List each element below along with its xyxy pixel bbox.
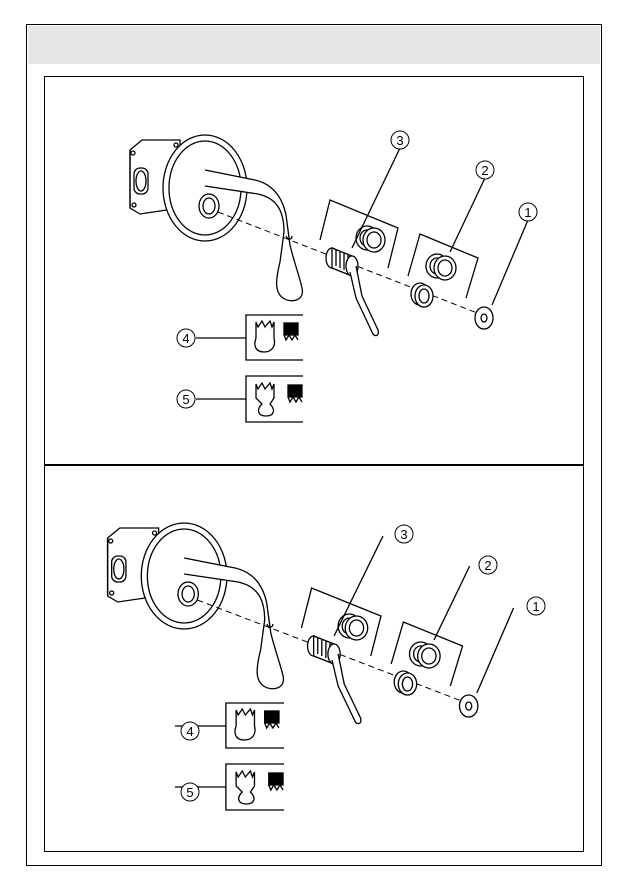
callout-label: 4 bbox=[182, 331, 189, 346]
callout-2: 2 bbox=[476, 161, 494, 179]
callout-label: 1 bbox=[524, 205, 531, 220]
callout-label: 1 bbox=[532, 599, 539, 614]
diagram-bottom bbox=[108, 523, 514, 810]
callout-2: 2 bbox=[479, 556, 497, 574]
diagram-top: 3 2 1 4 5 bbox=[130, 131, 537, 422]
callout-5: 5 bbox=[181, 783, 199, 801]
callout-3: 3 bbox=[391, 131, 409, 149]
callout-label: 3 bbox=[400, 527, 407, 542]
callout-1: 1 bbox=[527, 597, 545, 615]
callout-4: 4 bbox=[181, 722, 199, 740]
callout-4: 4 bbox=[177, 329, 195, 347]
callout-label: 2 bbox=[481, 163, 488, 178]
callout-label: 4 bbox=[186, 724, 193, 739]
callout-label: 2 bbox=[484, 558, 491, 573]
callout-3: 3 bbox=[395, 525, 413, 543]
callout-1: 1 bbox=[519, 203, 537, 221]
callout-5: 5 bbox=[177, 390, 195, 408]
callout-label: 3 bbox=[396, 133, 403, 148]
callout-label: 5 bbox=[182, 392, 189, 407]
callout-label: 5 bbox=[186, 785, 193, 800]
